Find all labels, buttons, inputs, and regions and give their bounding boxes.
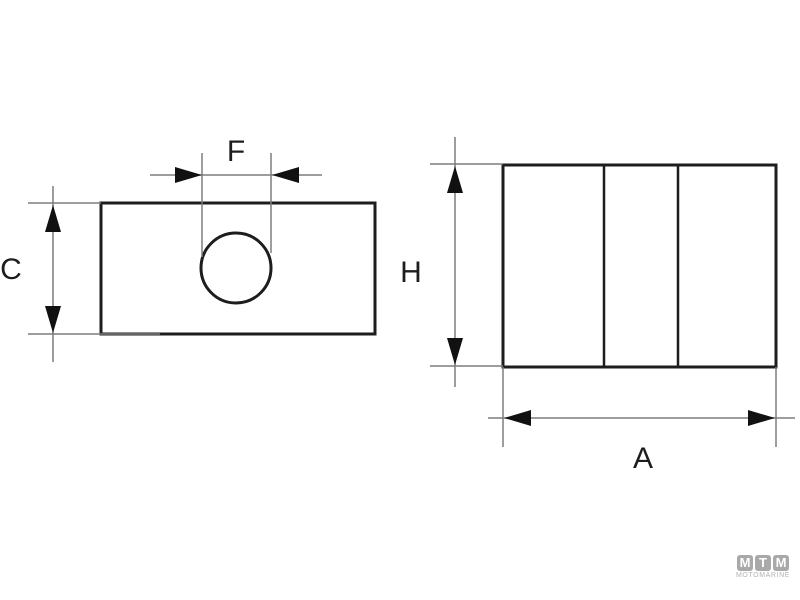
dimension-label-h: H — [400, 256, 422, 289]
arrowhead-left-icon — [272, 167, 299, 183]
dimension-C: C — [0, 186, 160, 362]
arrowhead-up-icon — [45, 205, 61, 232]
logo-letter-tile: M — [737, 555, 753, 571]
brand-logo: M T M MOTOMARINE — [734, 555, 792, 579]
logo-letter-tile: T — [755, 555, 771, 571]
arrowhead-left-icon — [504, 410, 531, 426]
arrowhead-down-icon — [45, 306, 61, 333]
front-view — [99, 201, 377, 336]
brand-name: MOTOMARINE — [735, 572, 791, 579]
side-view — [501, 163, 778, 369]
dimension-label-a: A — [633, 442, 653, 475]
arrowhead-right-icon — [748, 410, 775, 426]
side-view-outline — [501, 163, 778, 369]
dimension-label-f: F — [227, 135, 245, 168]
dimension-F: F — [150, 135, 322, 257]
dimension-label-c: C — [0, 253, 22, 286]
arrowhead-up-icon — [447, 166, 463, 193]
arrowhead-down-icon — [447, 338, 463, 365]
logo-tiles: M T M — [734, 555, 792, 571]
arrowhead-right-icon — [175, 167, 202, 183]
dimension-H: H — [400, 137, 503, 387]
front-view-outline — [99, 201, 377, 336]
logo-letter-tile: M — [773, 555, 789, 571]
dimension-A: A — [488, 367, 795, 475]
hole-circle — [199, 231, 273, 305]
